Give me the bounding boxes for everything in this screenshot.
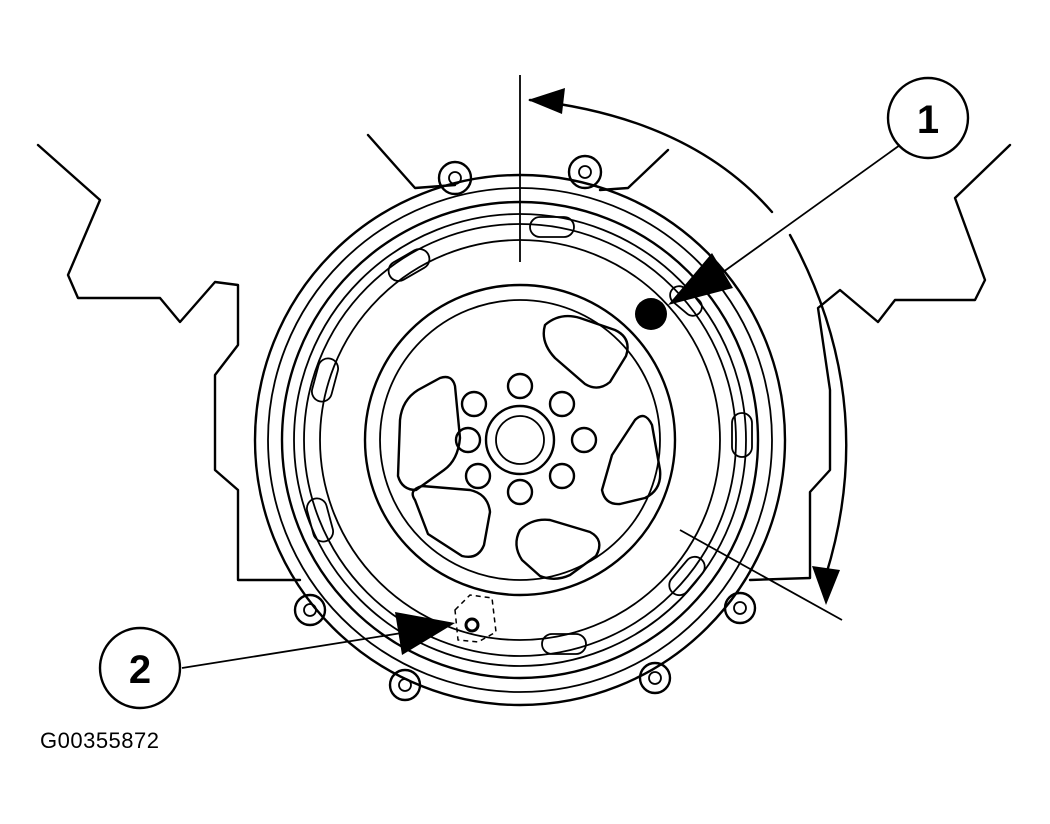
callout-1-label: 1 <box>917 98 939 142</box>
center-hub <box>484 404 556 476</box>
figure-id: G00355872 <box>40 728 160 753</box>
hub-windows <box>396 314 662 580</box>
flywheel-slots <box>305 216 753 655</box>
rotation-arrow-lower <box>788 233 848 577</box>
rotation-arrow-upper <box>528 98 774 214</box>
callout-2: 2 <box>98 612 455 710</box>
crank-bolt-holes <box>454 372 598 506</box>
rotation-arrowhead-lower <box>812 566 840 605</box>
rotation-arrowhead-upper <box>528 88 565 114</box>
flange-bolt-lug <box>567 154 603 190</box>
timing-mark-dot <box>635 298 667 330</box>
reference-line-diagonal <box>679 529 843 621</box>
flange-bolt-lug <box>437 160 473 196</box>
flange-bolt-lug <box>723 591 757 625</box>
flange-bolt-lug <box>388 668 422 702</box>
callout-1: 1 <box>668 76 970 305</box>
flange-bolt-lug <box>293 593 327 627</box>
timing-mark-hole <box>454 594 497 643</box>
engine-block-outline <box>36 133 1012 582</box>
callout-2-label: 2 <box>129 648 151 692</box>
flange-bolt-lug <box>638 661 672 695</box>
flywheel <box>280 200 760 680</box>
